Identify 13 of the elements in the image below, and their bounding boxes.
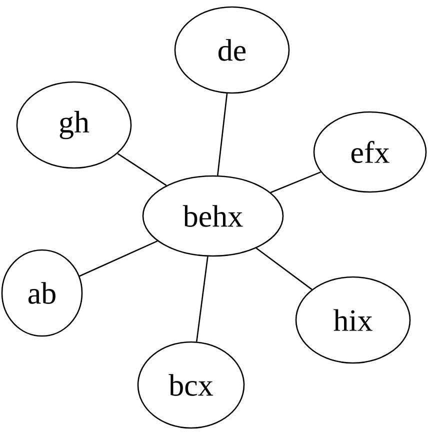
connector-line xyxy=(217,93,228,176)
ellipse-node: efx xyxy=(313,111,427,193)
connector-line xyxy=(270,171,321,194)
connector-line xyxy=(117,153,167,186)
ellipse-node: gh xyxy=(16,81,132,169)
ellipse-node: ab xyxy=(1,249,83,337)
ellipse-node: de xyxy=(174,6,290,94)
connector-line xyxy=(196,256,208,342)
connector-line xyxy=(79,240,158,277)
ellipse-node: behx xyxy=(142,175,284,257)
ellipse-node: hix xyxy=(295,276,411,364)
ellipse-node: bcx xyxy=(137,341,245,429)
connector-line xyxy=(256,248,312,290)
